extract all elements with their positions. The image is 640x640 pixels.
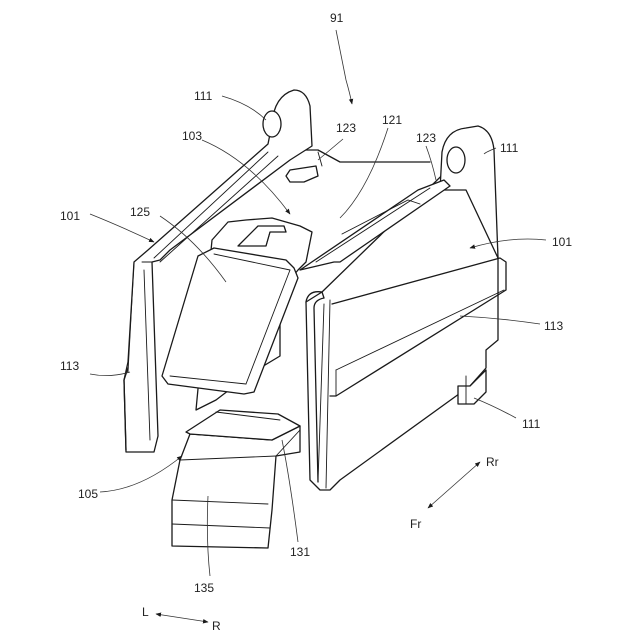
label-121: 121 [382, 113, 402, 127]
label-101-left: 101 [60, 209, 80, 223]
lower-block [172, 410, 300, 548]
label-113-left: 113 [60, 359, 79, 373]
label-left: L [142, 605, 149, 619]
label-111-bottom-right: 111 [522, 417, 541, 431]
leader-113-left [90, 372, 130, 376]
top-back-edge [292, 150, 430, 162]
label-131: 131 [290, 545, 310, 559]
label-111-top-left: 111 [194, 89, 213, 103]
label-91: 91 [330, 11, 344, 25]
leader-121 [340, 128, 388, 218]
label-113-right: 113 [544, 319, 563, 333]
label-135: 135 [194, 581, 214, 595]
slope-block [162, 248, 298, 394]
right-side-wall [306, 126, 506, 490]
leader-111-bottom-right [474, 398, 516, 418]
front-rear-arrow [428, 462, 480, 508]
label-123-left: 123 [336, 121, 356, 135]
label-rear: Rr [486, 455, 499, 469]
leader-123-right [426, 146, 436, 180]
label-103: 103 [182, 129, 202, 143]
label-125: 125 [130, 205, 150, 219]
left-right-arrow [156, 614, 208, 622]
leader-91 [336, 30, 352, 104]
label-105: 105 [78, 487, 98, 501]
label-front: Fr [410, 517, 421, 531]
connector-body [124, 90, 506, 548]
leader-105 [100, 456, 182, 492]
leader-131 [282, 440, 298, 542]
label-111-top-right: 111 [500, 141, 519, 155]
label-101-right: 101 [552, 235, 572, 249]
label-right: R [212, 619, 221, 633]
leader-111-top-left [222, 96, 266, 120]
label-123-right: 123 [416, 131, 436, 145]
